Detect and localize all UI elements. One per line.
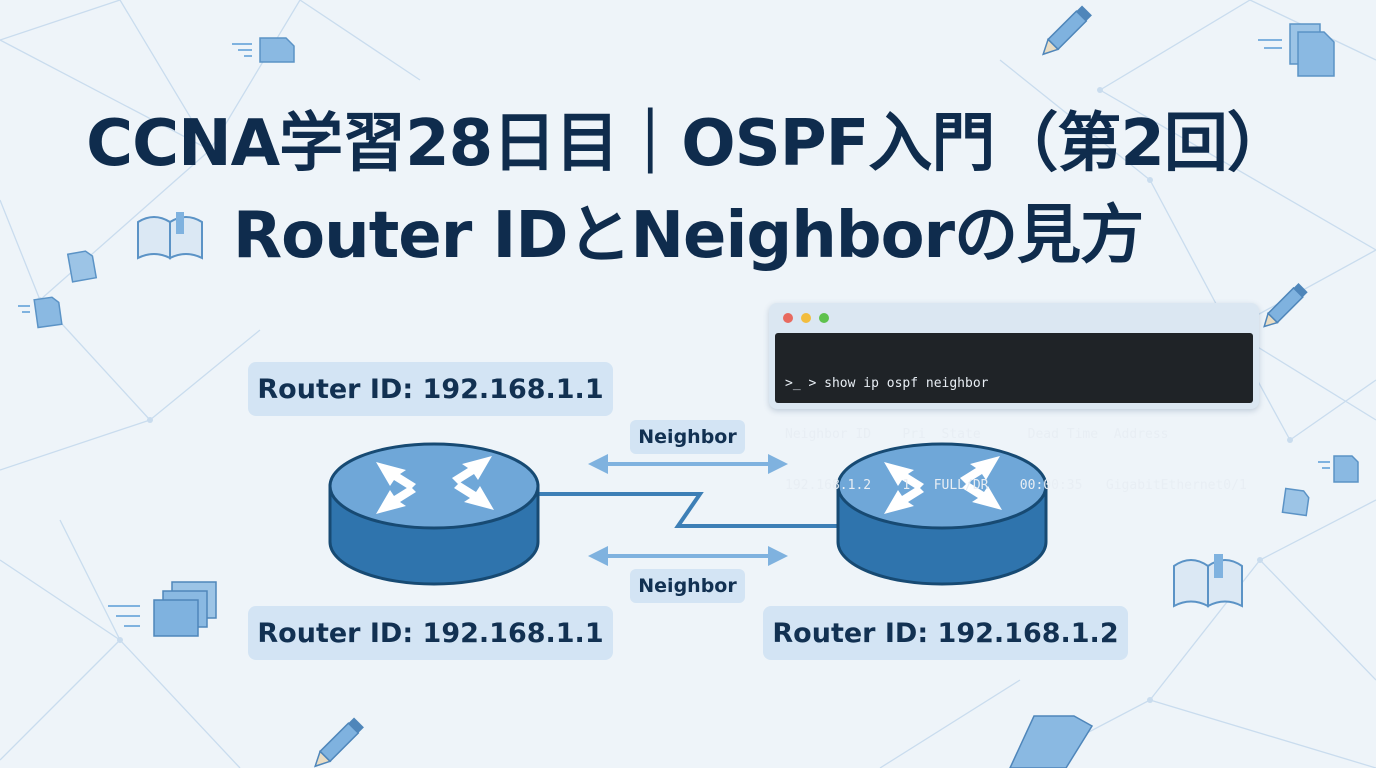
page-title-line1: CCNA学習28日目｜OSPF入門（第2回）: [86, 107, 1291, 181]
page-title-line2: Router IDとNeighborの見方: [232, 199, 1144, 273]
router-right: [836, 442, 1048, 586]
book-icon: [137, 212, 203, 260]
router-id-label-top: Router ID: 192.168.1.1: [248, 362, 613, 416]
router-arrows-icon: [376, 456, 494, 514]
document-icon: [1318, 455, 1359, 483]
router-left: [328, 442, 540, 586]
document-icon: [18, 296, 63, 329]
document-icon: [108, 581, 217, 637]
router-id-label-left: Router ID: 192.168.1.1: [248, 606, 613, 660]
terminal-screen: >_ > show ip ospf neighbor Neighbor ID P…: [775, 333, 1253, 493]
pencil-icon: [1263, 283, 1308, 328]
book-icon: [1173, 554, 1243, 608]
document-icon: [232, 37, 295, 63]
terminal-window: >_ > show ip ospf neighbor Neighbor ID P…: [769, 303, 1259, 493]
document-icon: [1258, 23, 1335, 77]
router-link-cable: [536, 492, 842, 528]
terminal-command: >_ > show ip ospf neighbor: [785, 376, 989, 391]
router-id-label-right: Router ID: 192.168.1.2: [763, 606, 1128, 660]
neighbor-label-bottom: Neighbor: [630, 569, 745, 603]
terminal-table-header: Neighbor ID Pri State Dead Time Address: [785, 427, 1169, 442]
neighbor-label-top: Neighbor: [630, 420, 745, 454]
pencil-icon: [1041, 5, 1092, 56]
router-arrows-icon: [884, 456, 1002, 514]
pencil-icon: [313, 717, 364, 768]
document-icon: [1281, 487, 1310, 517]
document-icon: [1009, 715, 1094, 768]
window-minimize-dot: [801, 313, 811, 323]
window-maximize-dot: [819, 313, 829, 323]
document-icon: [66, 250, 98, 283]
terminal-table-row: 192.168.1.2 1 FULL/DR 00:00:35 GigabitEt…: [785, 478, 1247, 493]
window-close-dot: [783, 313, 793, 323]
